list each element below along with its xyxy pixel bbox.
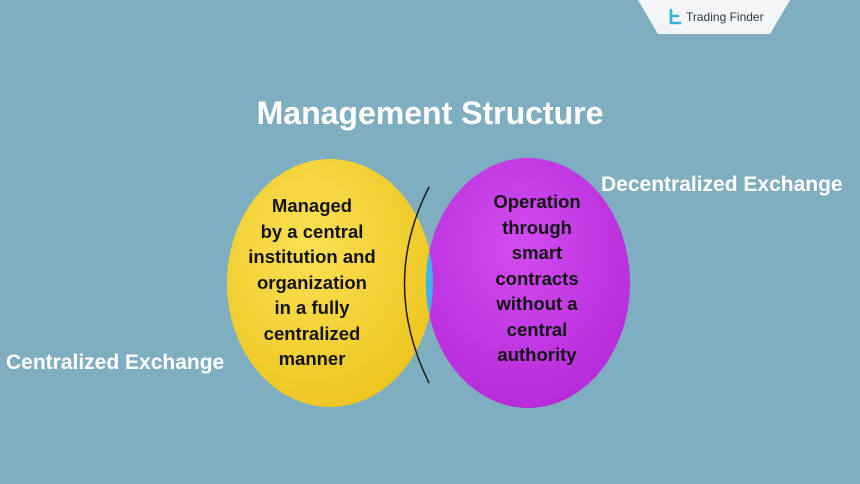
right-set-description: Operation through smart contracts withou… — [466, 189, 608, 368]
left-set-line: manner — [278, 348, 346, 369]
brand-tab-background — [638, 0, 790, 34]
diagram-title: Management Structure — [256, 95, 604, 131]
left-set-line: centralized — [263, 322, 361, 344]
right-set-line: through — [502, 216, 572, 238]
right-set-line: contracts — [495, 267, 579, 289]
right-set-line: central — [506, 318, 568, 340]
left-set-description: Managed by a central institution and org… — [232, 193, 392, 372]
right-set-line: without a — [496, 293, 578, 314]
left-set-line: institution and — [248, 246, 376, 267]
overlap-outline — [403, 186, 430, 384]
left-set-line: by a central — [260, 220, 364, 242]
right-set-line: Operation — [493, 191, 581, 212]
brand-tab: Trading Finder — [638, 0, 790, 34]
left-set-line: Managed — [271, 195, 353, 216]
trading-finder-logo-icon — [669, 8, 682, 25]
right-set-line: authority — [497, 344, 577, 365]
right-set-line: smart — [511, 242, 563, 263]
brand-name: Trading Finder — [686, 10, 764, 24]
right-set-circle — [426, 158, 630, 408]
left-set-circle — [227, 159, 433, 407]
left-set-line: organization — [257, 271, 367, 293]
left-set-label: Centralized Exchange — [6, 351, 225, 374]
right-set-label: Decentralized Exchange — [601, 173, 843, 196]
left-set-line: in a fully — [274, 297, 350, 318]
